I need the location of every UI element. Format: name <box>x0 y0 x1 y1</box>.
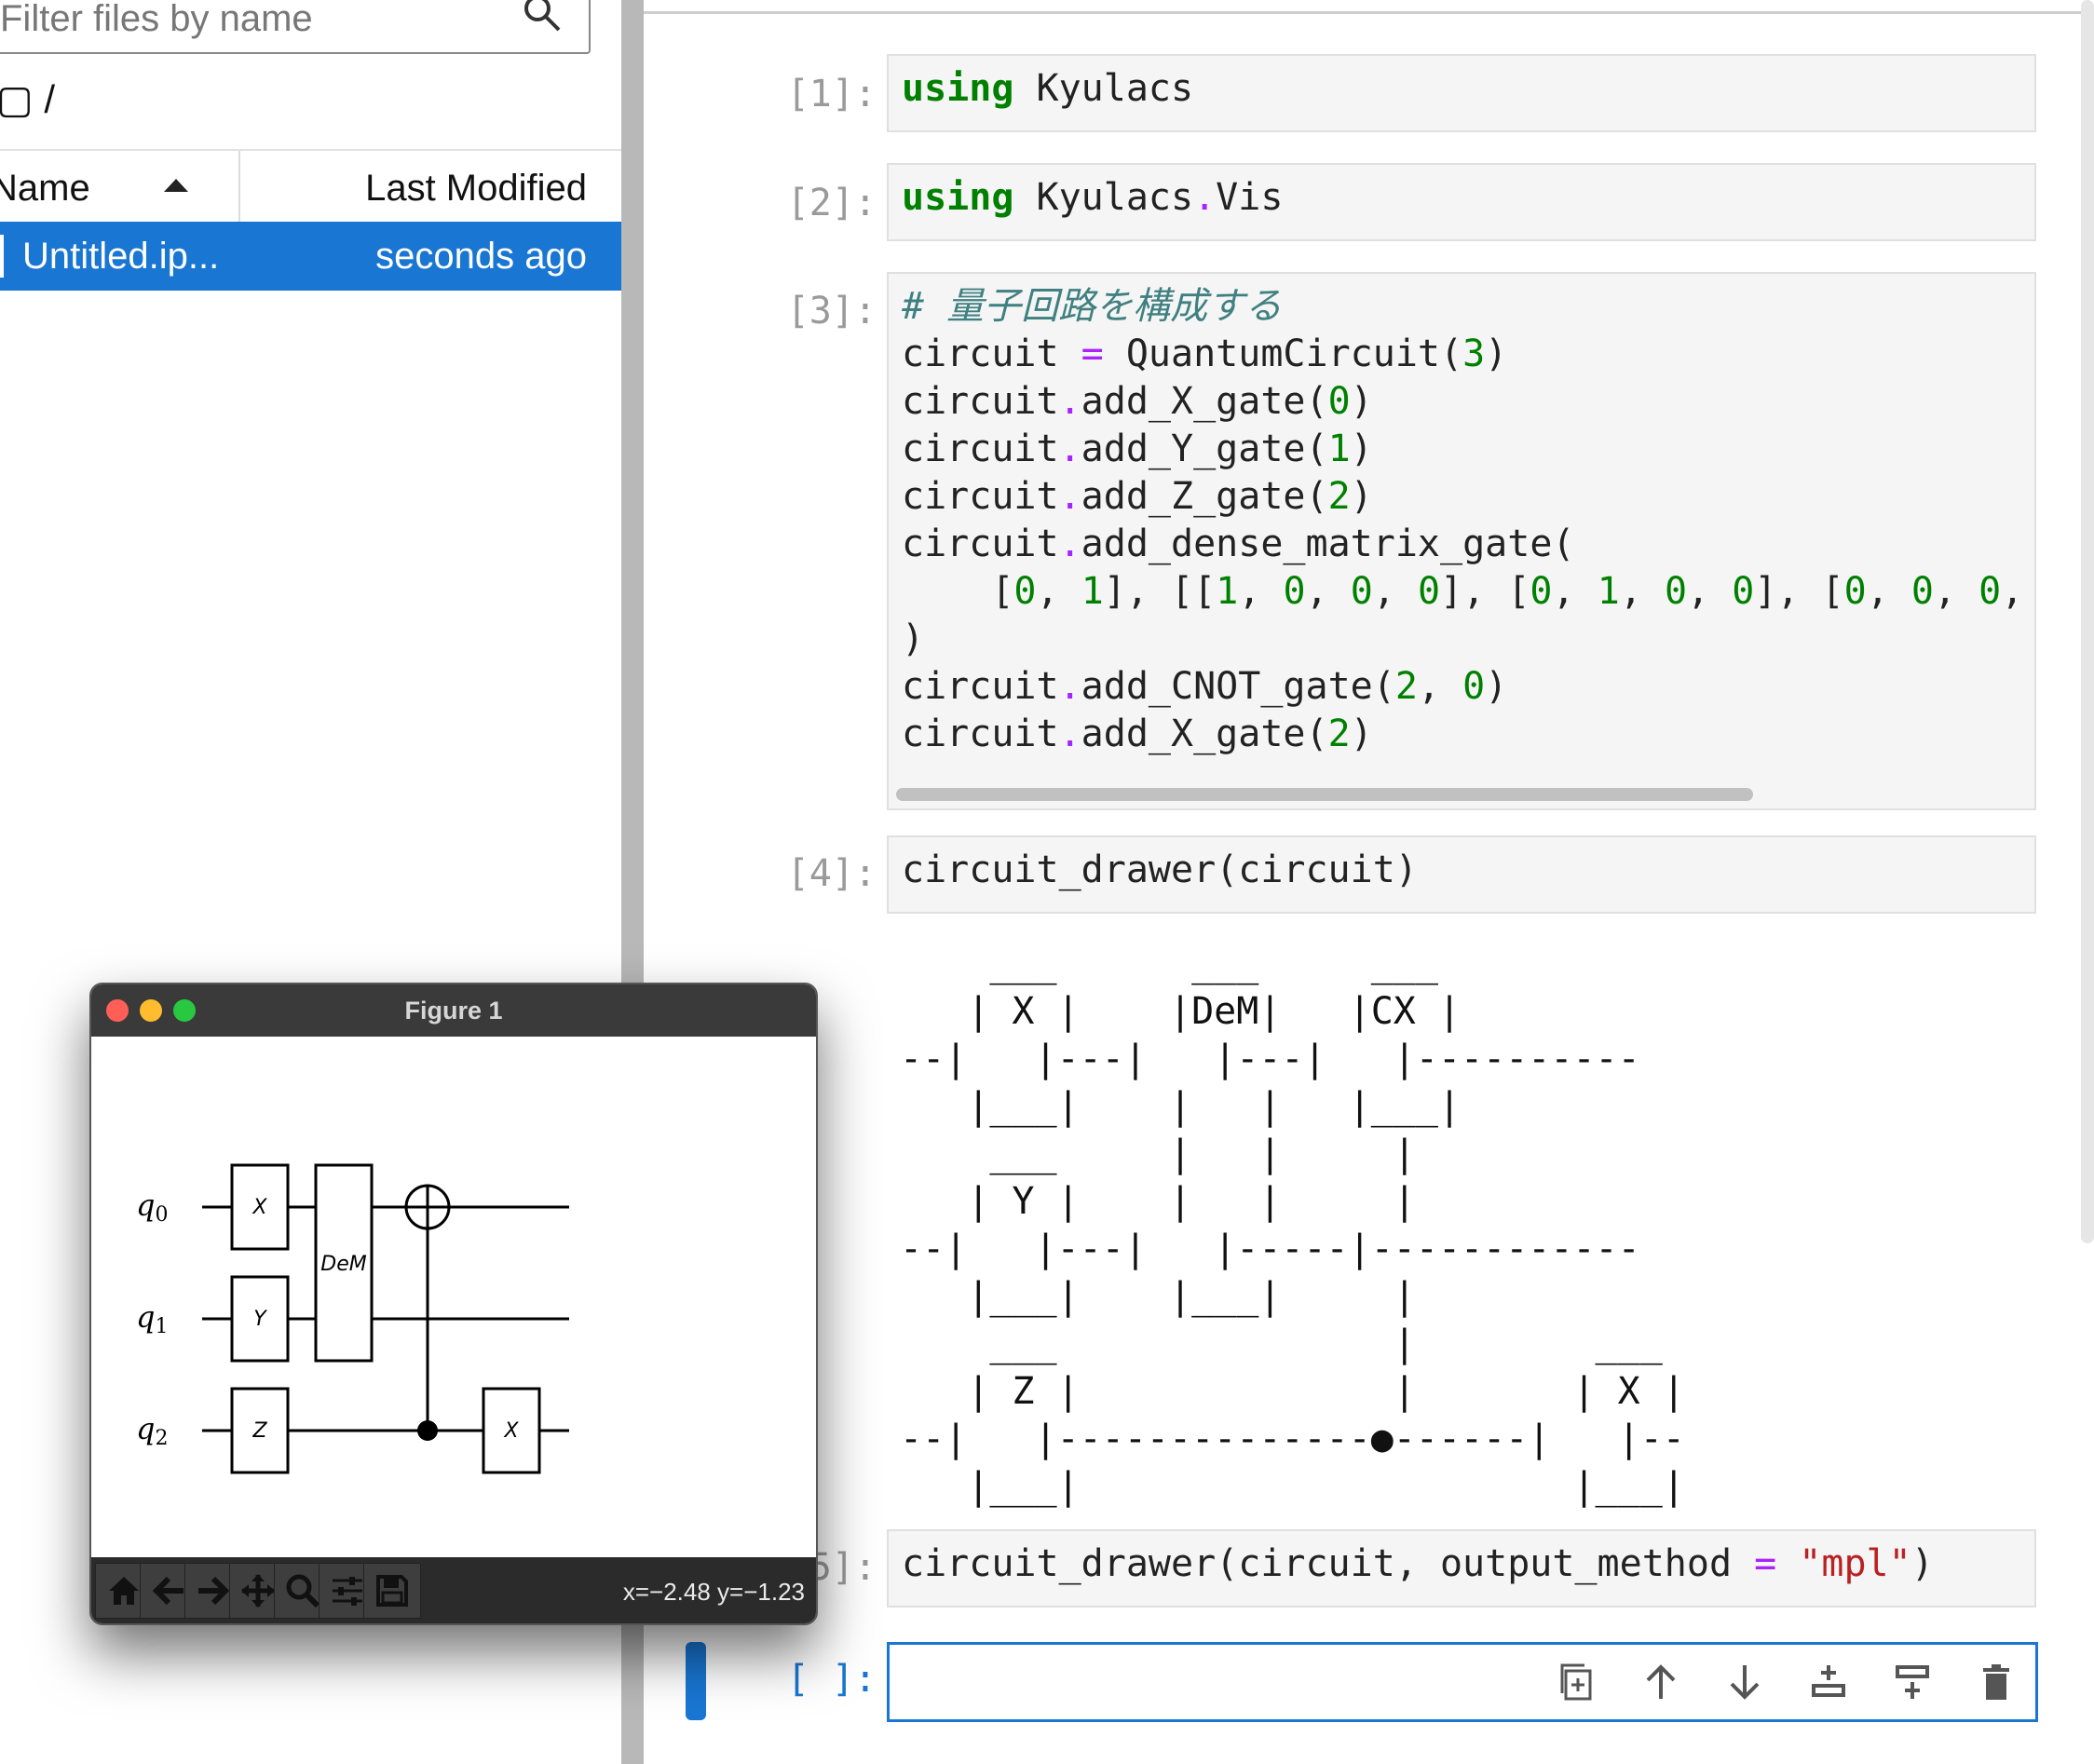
code-text: Kyulacs <box>1013 176 1193 219</box>
file-row-selected[interactable]: Untitled.ip... seconds ago <box>0 222 621 291</box>
code-line: circuit.add_X_gate(0) <box>902 378 2034 426</box>
cell-prompt: [4]: <box>644 852 877 895</box>
code-text: circuit_drawer(circuit, output_method <box>902 1542 1754 1585</box>
gate-label: X <box>503 1419 519 1443</box>
move-up-icon[interactable] <box>1635 1656 1687 1708</box>
code-line: circuit = QuantumCircuit(3) <box>902 331 2034 378</box>
figure-window[interactable]: Figure 1 q0 q1 q2 X Y Z DeM X <box>89 983 818 1625</box>
gate-label: Y <box>253 1308 267 1331</box>
cell-code[interactable]: # 量子回路を構成するcircuit = QuantumCircuit(3)ci… <box>889 274 2034 758</box>
code-cell-3[interactable]: # 量子回路を構成するcircuit = QuantumCircuit(3)ci… <box>887 272 2036 810</box>
file-modified: seconds ago <box>375 236 587 278</box>
code-cell-2[interactable]: using Kyulacs.Vis <box>887 163 2036 241</box>
cursor-coordinates: x=−2.48 y=−1.23 <box>623 1578 805 1607</box>
active-code-cell[interactable] <box>887 1642 2038 1722</box>
column-last-modified-header[interactable]: Last Modified <box>365 168 587 210</box>
save-icon[interactable] <box>363 1563 421 1619</box>
cell-code[interactable]: circuit_drawer(circuit, output_method = … <box>889 1531 2034 1588</box>
figure-toolbar: x=−2.48 y=−1.23 <box>91 1557 816 1623</box>
code-cell-4[interactable]: circuit_drawer(circuit) <box>887 835 2036 914</box>
notebook-file-icon <box>0 235 4 278</box>
cell-code[interactable]: using Kyulacs <box>889 56 2034 113</box>
string-literal: "mpl" <box>1776 1542 1911 1585</box>
cell-code[interactable]: circuit_drawer(circuit) <box>889 837 2034 894</box>
search-icon[interactable] <box>522 0 563 34</box>
qubit-label: q0 <box>136 1187 168 1227</box>
gate-label: DeM <box>320 1253 366 1276</box>
cell-prompt: [3]: <box>644 290 877 332</box>
code-comment: # 量子回路を構成する <box>902 283 2034 331</box>
column-name-header[interactable]: Name <box>0 168 90 210</box>
cell-toolbar <box>1551 1656 2022 1708</box>
gate-label: X <box>252 1196 267 1219</box>
qubit-label-group: q0 q1 q2 <box>136 1187 168 1450</box>
keyword: using <box>902 67 1013 110</box>
code-cell-5[interactable]: circuit_drawer(circuit, output_method = … <box>887 1529 2036 1608</box>
horizontal-scrollbar[interactable] <box>896 788 1753 801</box>
window-title-bar[interactable]: Figure 1 <box>91 984 816 1037</box>
cell-code[interactable]: using Kyulacs.Vis <box>889 165 2034 222</box>
circuit-text-output: ___ ___ ___ | X | |DeM| |CX | --| |---| … <box>900 941 1685 1511</box>
cell-prompt: [1]: <box>644 73 877 115</box>
code-text: ) <box>1911 1542 1934 1585</box>
qubit-label: q1 <box>136 1299 168 1338</box>
code-cell-1[interactable]: using Kyulacs <box>887 54 2036 132</box>
code-line: circuit.add_Y_gate(1) <box>902 426 2034 473</box>
code-line: circuit.add_dense_matrix_gate( <box>902 521 2034 568</box>
file-list-header: Name Last Modified <box>0 149 621 224</box>
notebook-toolbar-border <box>644 11 2094 14</box>
sort-ascending-icon[interactable] <box>164 179 188 192</box>
code-text: Vis <box>1216 176 1283 219</box>
window-title: Figure 1 <box>91 997 816 1025</box>
breadcrumb[interactable]: ▢ / <box>0 76 55 122</box>
filter-box <box>0 0 591 54</box>
operator: = <box>1754 1542 1776 1585</box>
cnot-control-dot <box>417 1420 438 1441</box>
column-divider[interactable] <box>238 151 240 222</box>
code-line: circuit.add_Z_gate(2) <box>902 473 2034 521</box>
cell-prompt: [2]: <box>644 182 877 224</box>
insert-below-icon[interactable] <box>1886 1656 1938 1708</box>
move-down-icon[interactable] <box>1719 1656 1771 1708</box>
code-text: Kyulacs <box>1013 67 1193 110</box>
qubit-label: q2 <box>136 1411 168 1450</box>
code-line: circuit.add_X_gate(2) <box>902 711 2034 758</box>
notebook-scrollbar[interactable] <box>2081 0 2094 1243</box>
cell-prompt: [ ]: <box>644 1658 877 1701</box>
filter-files-input[interactable] <box>0 0 505 43</box>
code-line: [0, 1], [[1, 0, 0, 0], [0, 1, 0, 0], [0,… <box>902 568 2034 616</box>
gate-label: Z <box>252 1419 267 1443</box>
operator: . <box>1193 176 1216 219</box>
delete-icon[interactable] <box>1970 1656 2022 1708</box>
file-name[interactable]: Untitled.ip... <box>22 236 219 278</box>
insert-above-icon[interactable] <box>1802 1656 1855 1708</box>
figure-canvas[interactable]: q0 q1 q2 X Y Z DeM X <box>91 1037 816 1557</box>
code-line: ) <box>902 616 2034 663</box>
duplicate-icon[interactable] <box>1551 1656 1603 1708</box>
keyword: using <box>902 176 1013 219</box>
notebook-panel: [1]: using Kyulacs [2]: using Kyulacs.Vi… <box>644 0 2094 1764</box>
code-line: circuit.add_CNOT_gate(2, 0) <box>902 663 2034 711</box>
